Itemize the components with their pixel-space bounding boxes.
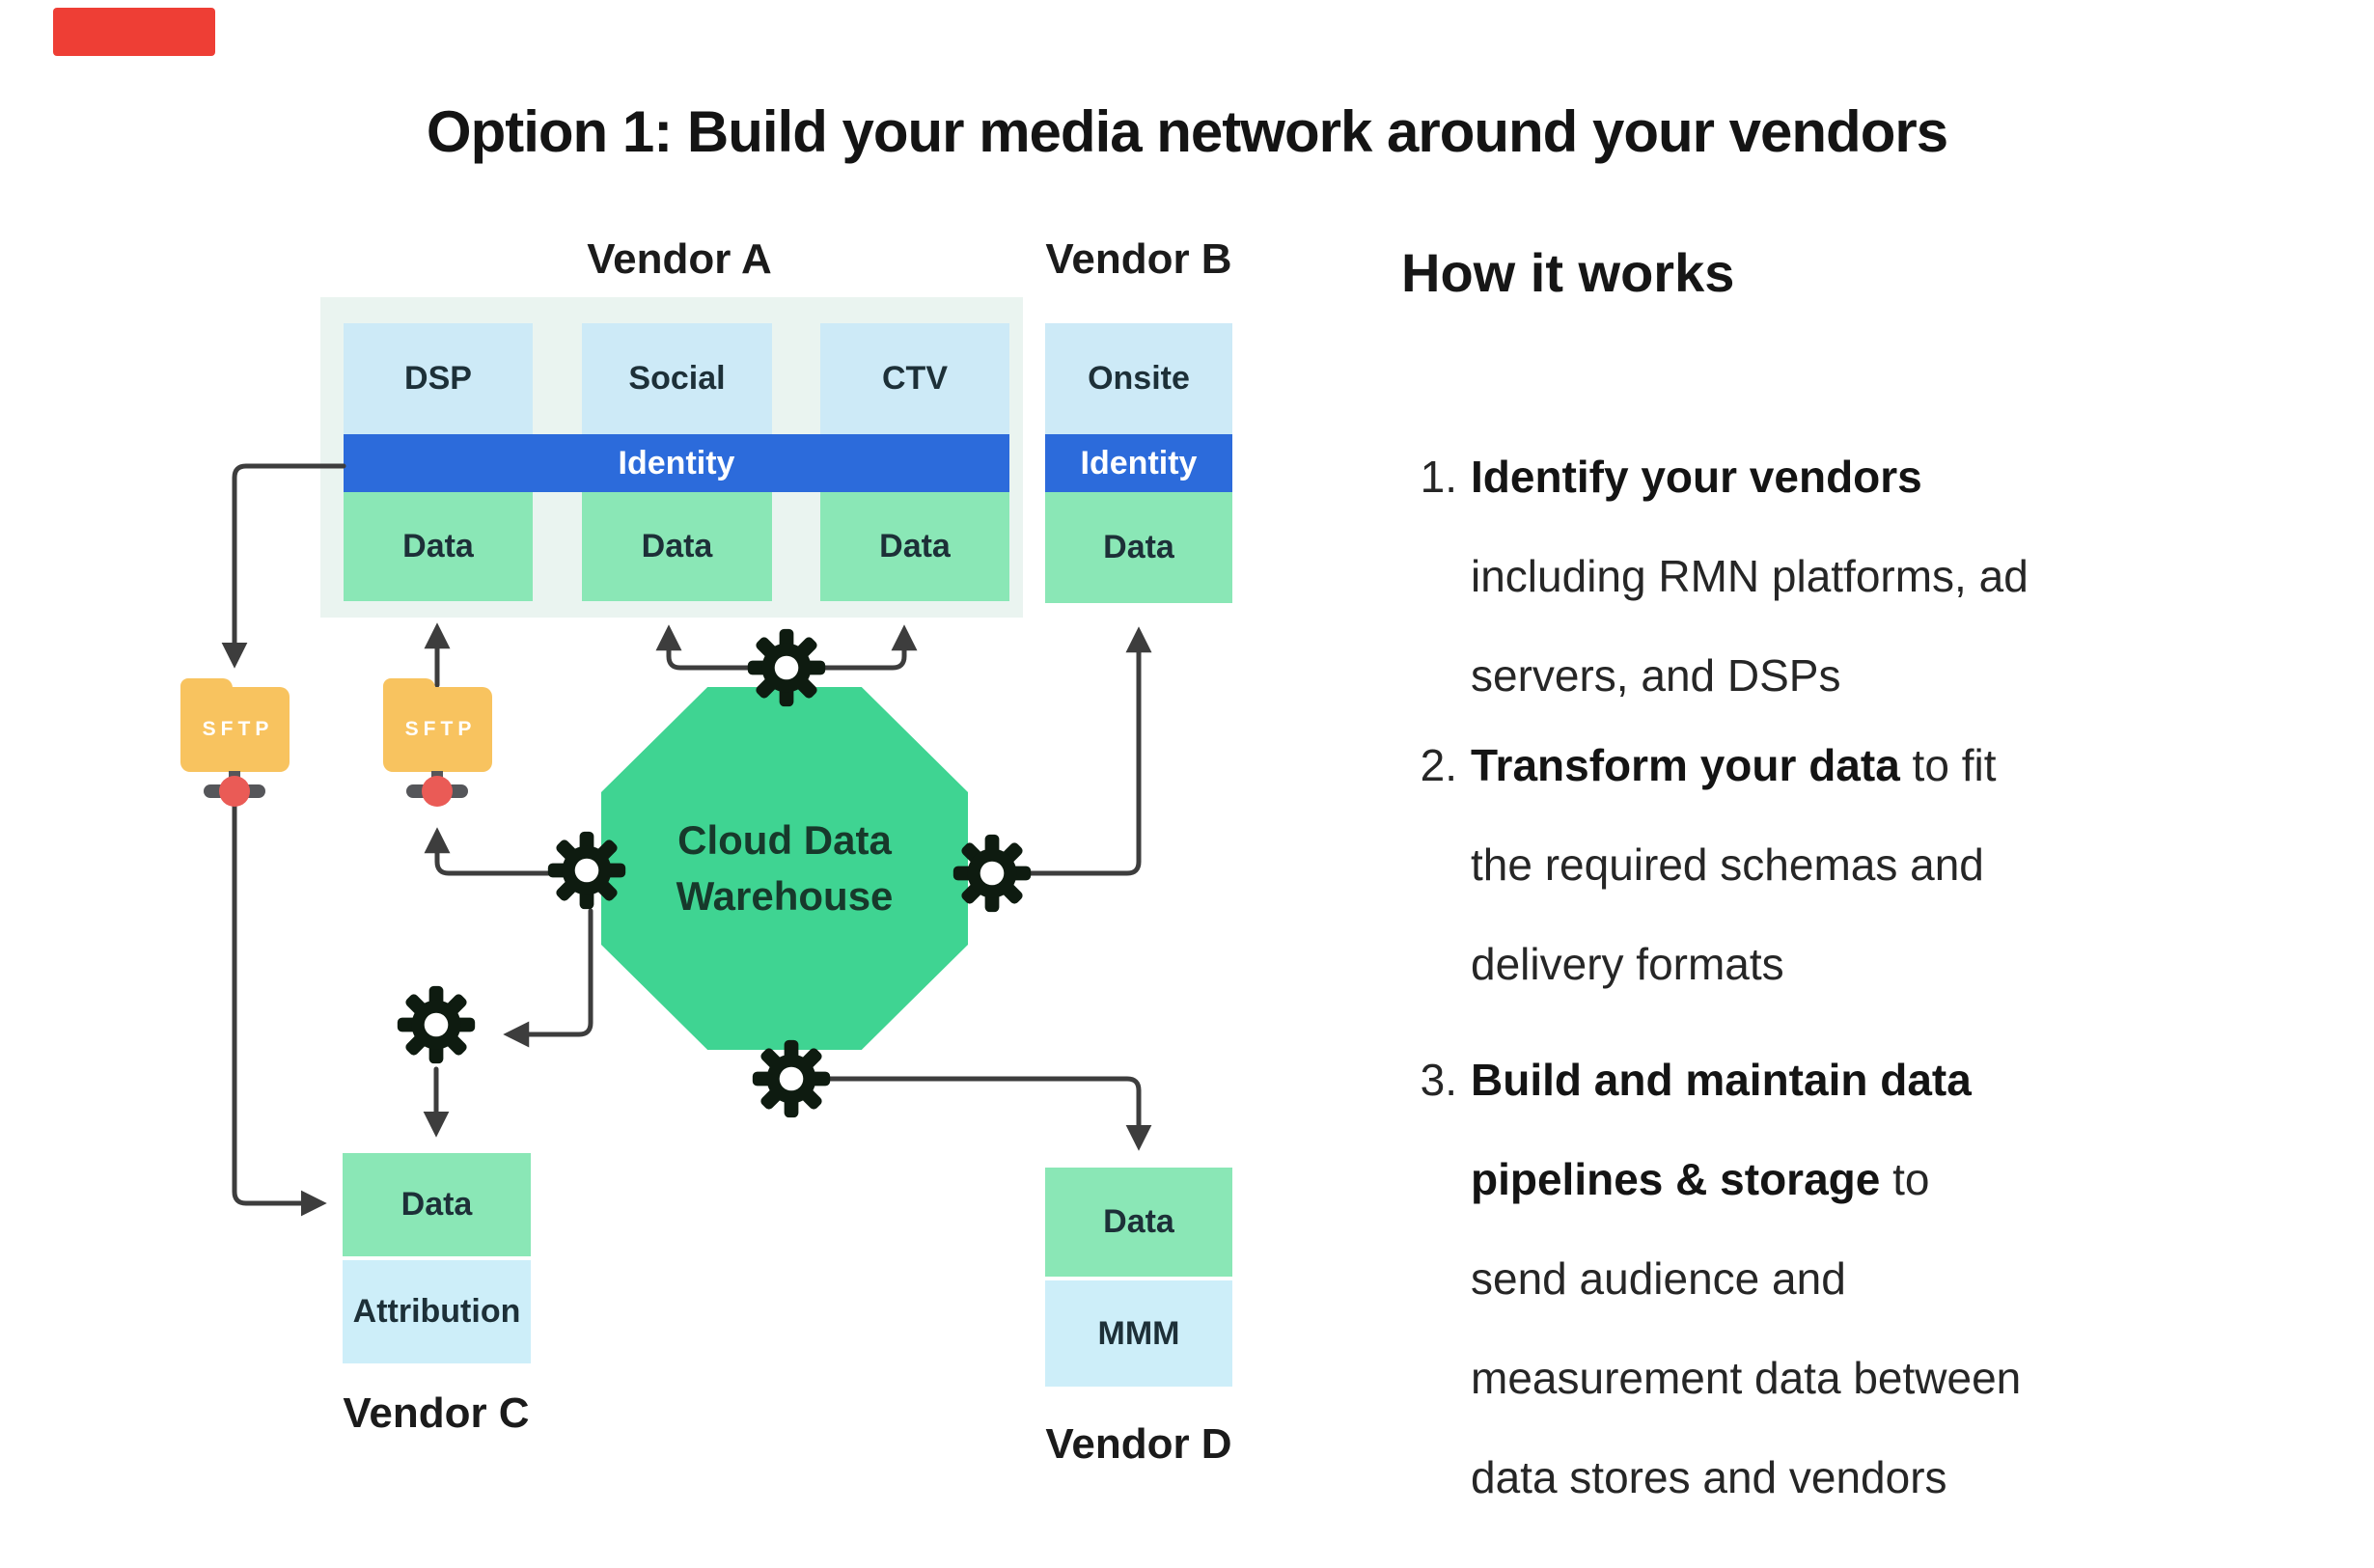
arrow-gear-top-to-ctv-data	[820, 624, 918, 671]
arrow-gear-left-to-sftp-right	[424, 827, 553, 876]
vendor-a-label: Vendor A	[587, 235, 772, 283]
gear-icon-bottom	[752, 1039, 831, 1118]
sftp-folder-left: SFTP	[180, 678, 290, 772]
warehouse-label: Cloud Data Warehouse	[676, 817, 894, 919]
item-3-text: Build and maintain data pipelines & stor…	[1471, 1055, 2022, 1502]
item-2-text: Transform your data to fit the required …	[1471, 740, 1997, 989]
item-1-text: Identify your vendors including RMN plat…	[1471, 452, 2029, 701]
vendor-d-mmm: MMM	[1045, 1280, 1232, 1387]
vendor-a-channel-ctv: CTV	[820, 323, 1009, 434]
sftp-right-label: SFTP	[404, 718, 477, 740]
sftp-folder-right: SFTP	[383, 678, 492, 772]
vendor-c-label: Vendor C	[343, 1389, 530, 1437]
arrow-sftp-left-to-vendor-c	[232, 804, 327, 1217]
network-node-dot-left	[219, 776, 250, 807]
gear-icon-top	[747, 628, 826, 707]
vendor-b-label: Vendor B	[1045, 235, 1232, 283]
vendor-a-channel-dsp: DSP	[344, 323, 533, 434]
arrow-gear-left-to-gear-c	[503, 908, 594, 1048]
network-node-dot-right	[422, 776, 453, 807]
vendor-a-data-ctv: Data	[820, 492, 1009, 601]
gear-icon-left	[547, 831, 626, 910]
gear-icon-right	[952, 834, 1032, 913]
vendor-b-identity-bar: Identity	[1045, 434, 1232, 492]
vendor-a-channel-social: Social	[582, 323, 772, 434]
page-title: Option 1: Build your media network aroun…	[426, 99, 1948, 164]
arrow-gear-right-to-vendor-b-data	[1026, 626, 1152, 876]
how-it-works-heading: How it works	[1401, 242, 1735, 303]
vendor-c-data: Data	[343, 1153, 531, 1256]
item-2-number: 2.	[1420, 740, 1457, 790]
item-3-number: 3.	[1420, 1055, 1457, 1105]
vendor-c-attribution: Attribution	[343, 1260, 531, 1363]
vendor-a-data-dsp: Data	[344, 492, 533, 601]
vendor-d-data: Data	[1045, 1168, 1232, 1277]
arrow-gear-bottom-to-vendor-d-data	[827, 1076, 1152, 1151]
vendor-b-data: Data	[1045, 492, 1232, 603]
vendor-d-label: Vendor D	[1045, 1420, 1232, 1468]
gear-icon-vendor-c	[397, 985, 476, 1064]
cloud-data-warehouse: Cloud Data Warehouse	[601, 687, 968, 1050]
vendor-b-channel-onsite: Onsite	[1045, 323, 1232, 434]
how-it-works-item-2: 2. Transform your data to fit the requir…	[1401, 716, 2108, 1014]
arrow-gear-top-to-social-data	[655, 624, 753, 671]
red-marker-badge	[53, 8, 215, 56]
how-it-works-item-3: 3. Build and maintain data pipelines & s…	[1401, 1031, 2108, 1527]
vendor-a-data-social: Data	[582, 492, 772, 601]
how-it-works-item-1: 1. Identify your vendors including RMN p…	[1401, 427, 2108, 726]
item-1-number: 1.	[1420, 452, 1457, 502]
sftp-left-label: SFTP	[202, 718, 274, 740]
vendor-a-identity-bar: Identity	[344, 434, 1009, 492]
